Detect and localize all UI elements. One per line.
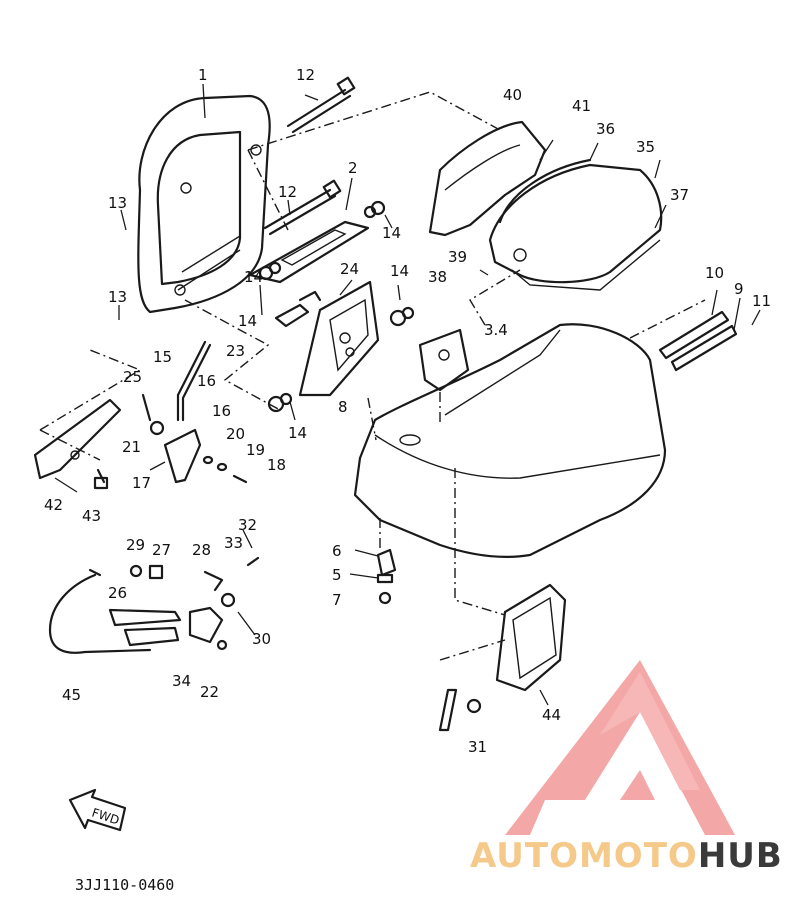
clip-part [438, 688, 482, 732]
callout-20: 20 [226, 425, 245, 443]
callout-16: 16 [212, 402, 231, 420]
callout-28: 28 [192, 541, 211, 559]
fwd-arrow-icon: FWD [68, 788, 127, 832]
callout-10: 10 [705, 264, 724, 282]
lower-bracket-part [163, 428, 202, 484]
mounting-plate-part [274, 280, 380, 397]
hinge-part [376, 548, 397, 605]
callout-29: 29 [126, 536, 145, 554]
latch-part [418, 328, 470, 392]
fastener-group [202, 455, 248, 484]
callout-24: 24 [340, 260, 359, 278]
callout-1: 1 [198, 66, 208, 84]
side-bracket-part [33, 398, 122, 490]
trunk-lid-part [488, 158, 663, 291]
callout-8: 8 [338, 398, 348, 416]
callout-15: 15 [153, 348, 172, 366]
callout-22: 45 [62, 686, 81, 704]
callout-14: 14 [238, 312, 257, 330]
callout-11: 31 [468, 738, 487, 756]
callout-38: 38 [428, 268, 447, 286]
callout-42: 42 [44, 496, 63, 514]
rod-part [141, 340, 212, 436]
watermark-text-accent: AUTOMOTO [470, 836, 698, 876]
callout-12: 12 [278, 183, 297, 201]
callout-9: 9 [734, 280, 744, 298]
lid-trim-part [428, 120, 547, 237]
watermark-wordmark: AUTOMOTOHUB [470, 836, 783, 876]
callout-6: 6 [332, 542, 342, 560]
callout-14: 14 [244, 268, 263, 286]
long-bolt-part [263, 76, 356, 236]
callout-32: 32 [238, 516, 257, 534]
callout-11: 11 [752, 292, 771, 310]
callout-3-4: 3.4 [484, 321, 508, 339]
backrest-part [137, 94, 271, 314]
callout-26: 26 [108, 584, 127, 602]
assembly-lines [39, 91, 706, 661]
callout-33: 33 [224, 534, 243, 552]
callout-27: 27 [152, 541, 171, 559]
callout-16: 16 [197, 372, 216, 390]
callout-5: 5 [332, 566, 342, 584]
cable-part [48, 568, 152, 654]
callout-14: 14 [288, 424, 307, 442]
callout-12: 12 [296, 66, 315, 84]
callout-13: 13 [108, 288, 127, 306]
callout-14: 14 [390, 262, 409, 280]
callout-21: 21 [122, 438, 141, 456]
callout-labels: 1 12 12 2 13 13 14 14 14 14 14 24 23 15 … [44, 66, 771, 756]
lock-assembly-part [129, 556, 260, 651]
callout-39: 39 [448, 248, 467, 266]
screw-group [258, 200, 415, 413]
callout-13: 13 [108, 194, 127, 212]
callout-7: 7 [332, 591, 342, 609]
callout-31: 30 [252, 630, 271, 648]
callout-25: 25 [123, 368, 142, 386]
callout-37: 37 [670, 186, 689, 204]
emblem-part [495, 583, 567, 692]
callout-34: 22 [200, 683, 219, 701]
callout-41: 41 [572, 97, 591, 115]
callout-14: 14 [382, 224, 401, 242]
fwd-label: FWD [90, 806, 121, 828]
callout-19: 19 [246, 441, 265, 459]
callout-17: 17 [132, 474, 151, 492]
watermark-text-dark: HUB [697, 836, 783, 876]
leader-lines [54, 83, 761, 706]
strap-part [658, 310, 738, 372]
callout-2: 2 [348, 159, 358, 177]
callout-36: 36 [596, 120, 615, 138]
callout-18: 18 [267, 456, 286, 474]
handle-part [108, 608, 182, 647]
callout-23: 23 [226, 342, 245, 360]
trunk-body-part [353, 323, 667, 559]
callout-40: 40 [503, 86, 522, 104]
callout-35: 35 [636, 138, 655, 156]
callout-43: 43 [82, 507, 101, 525]
catalog-code: 3JJ110-0460 [75, 876, 175, 894]
bracket-part [248, 220, 370, 284]
callout-45: 44 [542, 706, 561, 724]
callout-30: 34 [172, 672, 191, 690]
watermark-logo [505, 660, 735, 835]
